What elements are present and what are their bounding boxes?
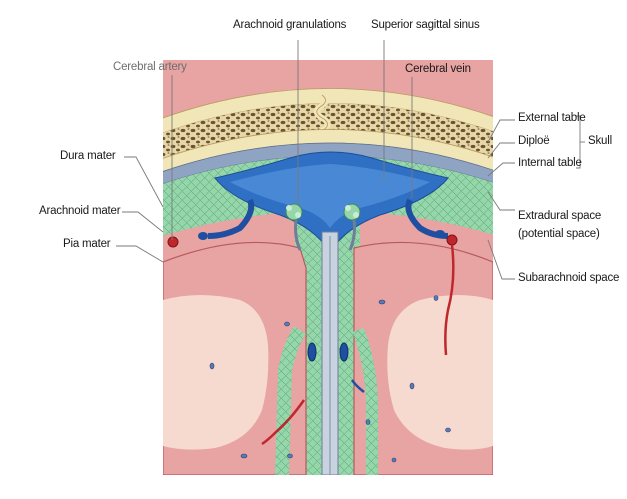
label-internal-table: Internal table — [518, 157, 582, 169]
cerebral-artery-left — [168, 237, 178, 247]
label-pia-mater: Pia mater — [63, 238, 110, 250]
label-cerebral-artery: Cerebral artery — [113, 61, 187, 73]
label-superior-sagittal-sinus: Superior sagittal sinus — [371, 19, 480, 31]
label-skull: Skull — [588, 135, 612, 147]
label-diploe: Diploë — [518, 135, 549, 147]
label-external-table: External table — [518, 112, 586, 124]
cerebral-artery-right — [447, 235, 457, 245]
cross-section — [120, 60, 540, 475]
label-cerebral-vein: Cerebral vein — [405, 63, 471, 75]
label-arachnoid-granulations: Arachnoid granulations — [233, 19, 346, 31]
label-dura-mater: Dura mater — [60, 150, 116, 162]
label-extradural-space: Extradural space — [518, 210, 601, 222]
label-subarachnoid-space: Subarachnoid space — [518, 272, 619, 284]
label-potential-space: (potential space) — [518, 228, 600, 240]
label-arachnoid-mater: Arachnoid mater — [39, 205, 120, 217]
